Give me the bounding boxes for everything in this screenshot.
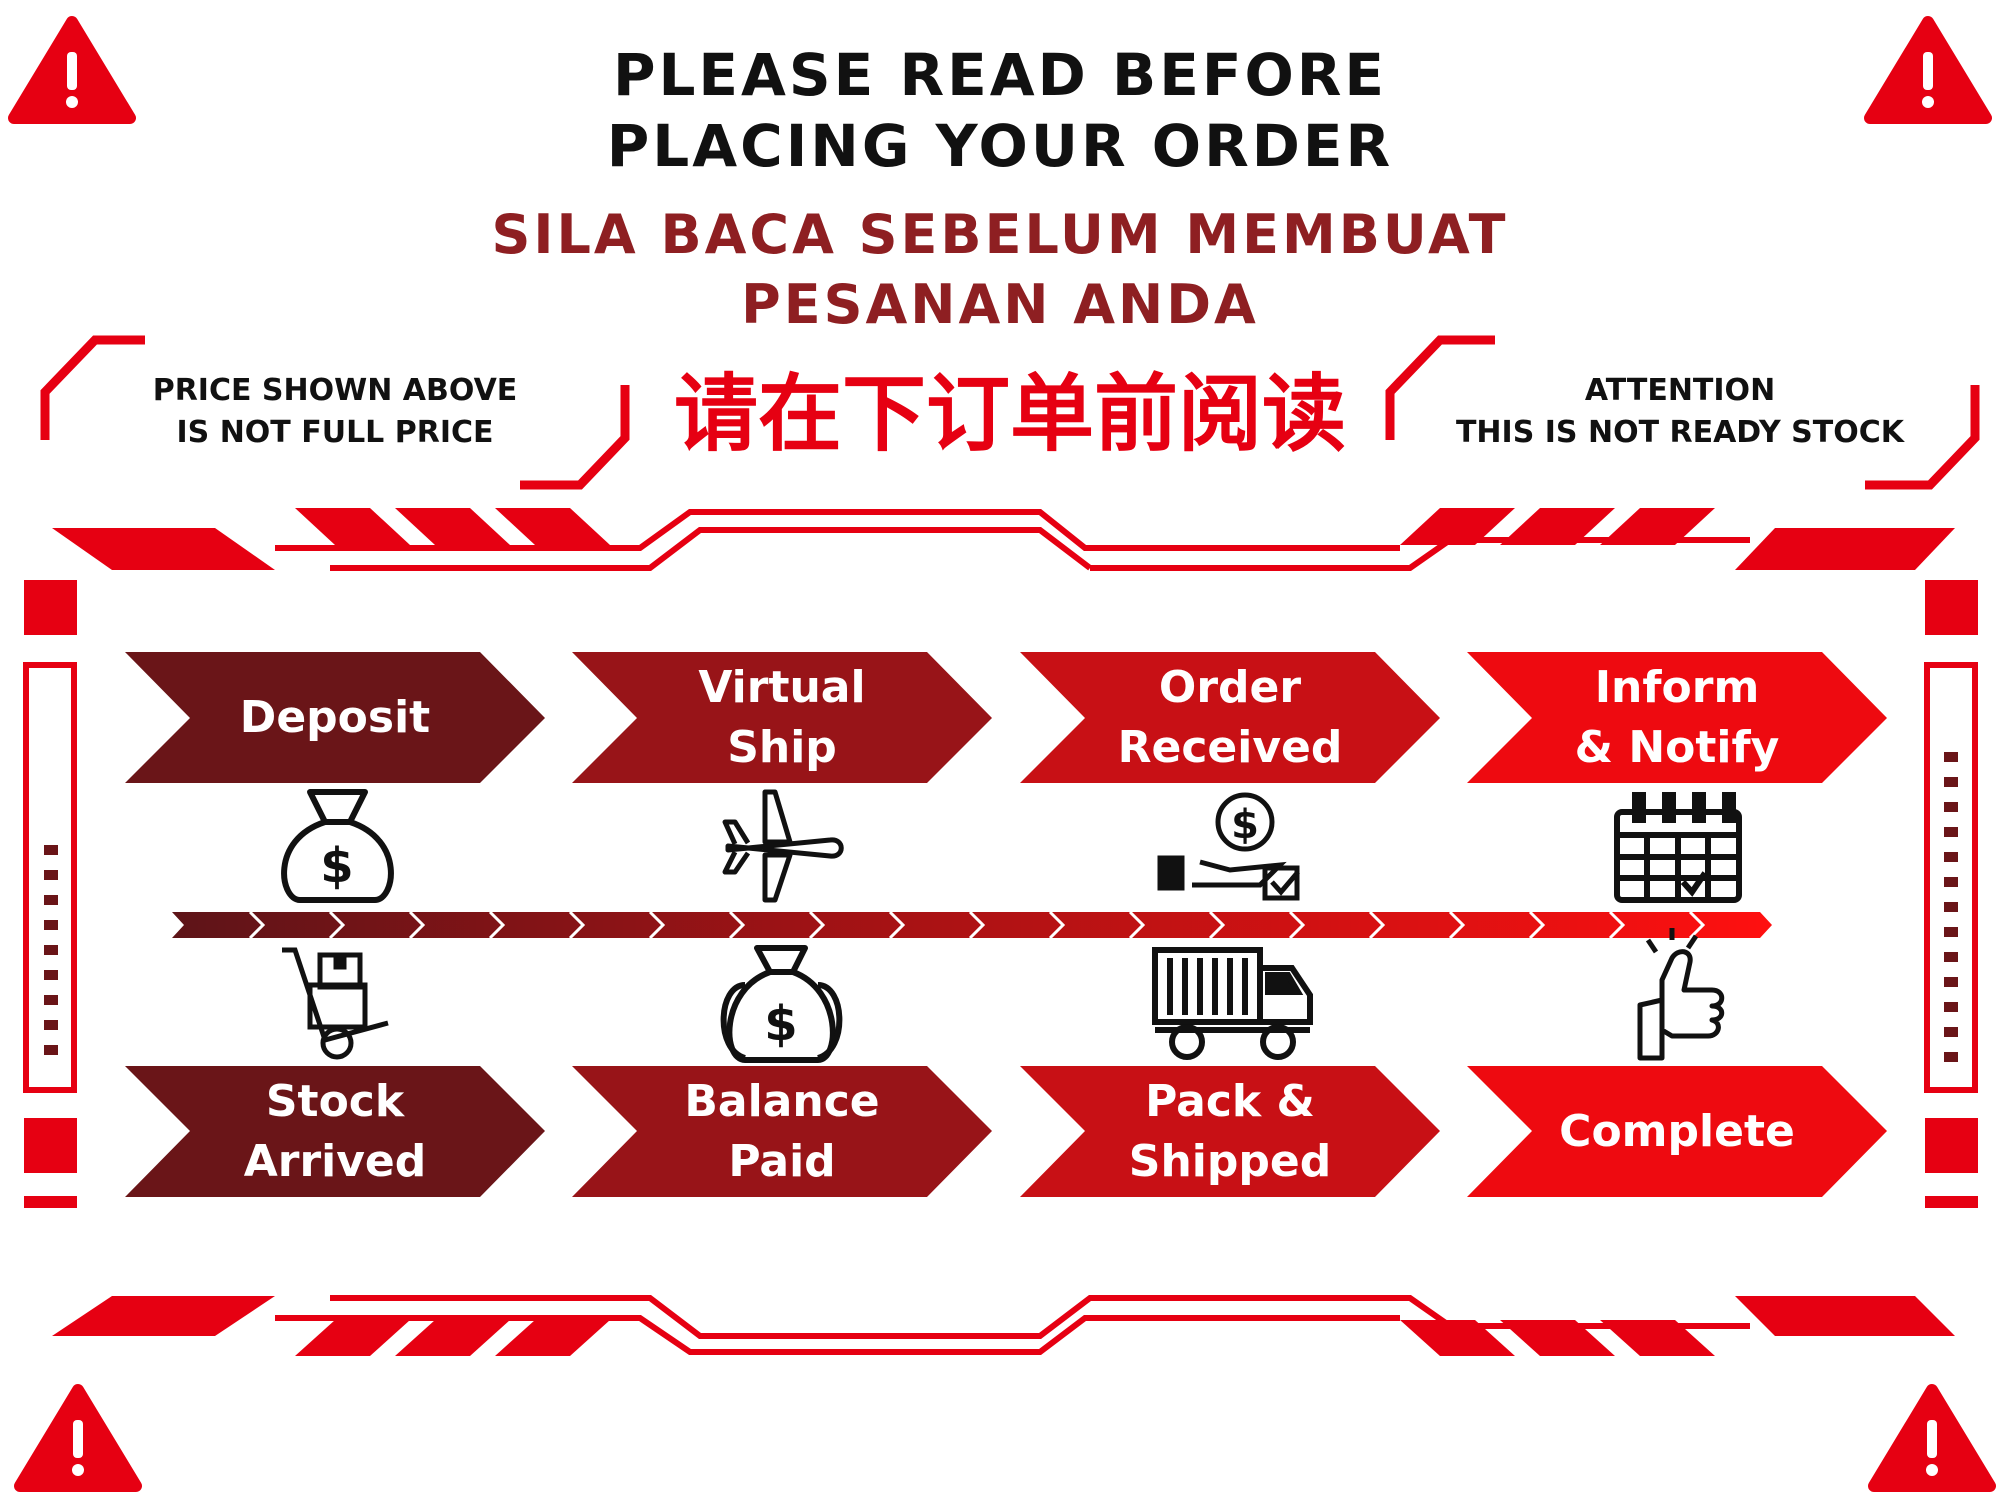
note-bracket-right [1385,335,1980,490]
chevron-virtual-ship [572,652,992,783]
money-bags-icon: $ [720,945,843,1063]
chevron-complete [1467,1066,1887,1197]
chevron-balance-paid [572,1066,992,1197]
airplane-icon [722,789,844,903]
money-bag-icon: $ [281,789,394,903]
attention-note-line1: ATTENTION [1584,373,1776,408]
svg-text:$: $ [764,996,797,1052]
price-note-line2: IS NOT FULL PRICE [176,415,494,450]
thumbs-up-icon [1637,928,1725,1061]
warning-icon-top-left [8,16,136,124]
svg-text:$: $ [320,838,353,894]
bottom-circuit-band [52,1295,1955,1356]
step-chevrons [125,652,1887,1197]
title-malay-line2: PESANAN ANDA [741,273,1259,336]
chevron-pack-shipped [1020,1066,1440,1197]
price-note-line1: PRICE SHOWN ABOVE [152,373,518,408]
attention-note: ATTENTION THIS IS NOT READY STOCK [1410,370,1950,454]
delivery-truck-icon [1152,947,1313,1060]
top-circuit-band [52,508,1955,571]
chevron-inform-notify [1467,652,1887,783]
warning-icon-bottom-left [14,1384,142,1492]
warning-icon-bottom-right [1868,1384,1996,1492]
calendar-check-icon [1614,792,1742,903]
chevron-stock-arrived [125,1066,545,1197]
title-chinese: 请在下订单前阅读 [673,364,1346,463]
left-side-panel [23,580,77,1208]
warning-icon-top-right [1864,16,1992,124]
chevron-deposit [125,652,545,783]
title-malay-line1: SILA BACA SEBELUM MEMBUAT [491,203,1509,266]
payment-hand-icon: $ [1157,792,1300,901]
title-english-line1: PLEASE READ BEFORE [612,41,1388,109]
right-side-panel [1924,580,1978,1208]
chevron-order-received [1020,652,1440,783]
note-bracket-left [40,335,630,490]
svg-text:$: $ [1231,802,1259,848]
attention-note-line2: THIS IS NOT READY STOCK [1455,415,1905,450]
hand-truck-icon [282,947,389,1060]
price-note: PRICE SHOWN ABOVE IS NOT FULL PRICE [110,370,560,454]
timeline-arrow-band [172,910,1772,940]
title-english-line2: PLACING YOUR ORDER [606,112,1394,180]
